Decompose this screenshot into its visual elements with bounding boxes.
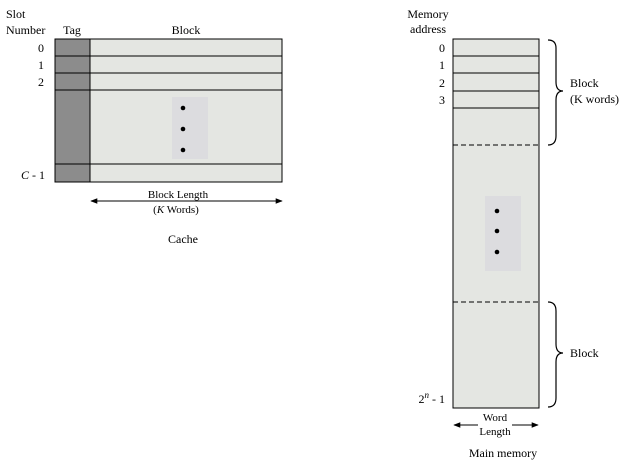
slot-number: 2 xyxy=(38,75,44,89)
block-length-rest: Words) xyxy=(164,204,199,216)
ellipsis-dot xyxy=(180,126,186,132)
ellipsis-shade xyxy=(172,97,208,159)
cache-caption: Cache xyxy=(168,232,198,246)
word-length-line2: Length xyxy=(479,426,511,438)
slot-last-var: C xyxy=(21,168,30,182)
block-header: Block xyxy=(172,23,201,37)
block-length-open: ( xyxy=(153,204,157,216)
address-last-exp: n xyxy=(425,390,430,400)
slot-header-line2: Number xyxy=(6,23,45,37)
memory-address: 2 xyxy=(439,76,445,90)
slot-number: 0 xyxy=(38,41,44,55)
ellipsis-dot xyxy=(494,208,500,214)
memory-address-last: 2n - 1 xyxy=(419,390,446,406)
memory-group: Memory address 0 1 2 3 2n - 1 Block (K w… xyxy=(407,7,619,460)
memory-address: 0 xyxy=(439,41,445,55)
block-length-var: K xyxy=(156,204,165,216)
slot-last-suffix: - 1 xyxy=(29,168,45,182)
word-length-label-bg xyxy=(478,411,512,437)
memory-caption: Main memory xyxy=(469,446,537,460)
memory-header-line2: address xyxy=(410,22,446,36)
ellipsis-dot xyxy=(494,228,500,234)
tag-header: Tag xyxy=(63,23,81,37)
block-brace-bottom xyxy=(547,301,564,408)
block-brace-top xyxy=(547,39,564,146)
memory-address: 1 xyxy=(439,58,445,72)
slot-header-line1: Slot xyxy=(6,7,26,21)
memory-header-line1: Memory xyxy=(407,7,448,21)
block-length-label-line2: (K Words) xyxy=(153,204,199,216)
address-last-base: 2 xyxy=(419,392,425,406)
cache-tag-column xyxy=(54,38,91,183)
memory-address: 3 xyxy=(439,93,445,107)
ellipsis-dot xyxy=(494,249,500,255)
block-label-top-line2: (K words) xyxy=(570,92,619,106)
ellipsis-shade xyxy=(485,196,521,271)
block-label-bottom: Block xyxy=(570,346,599,360)
cache-group: Slot Number Tag Block 0 1 2 C - 1 Block … xyxy=(6,7,283,246)
address-last-suffix: - 1 xyxy=(429,392,445,406)
block-length-label-line1: Block Length xyxy=(148,189,209,201)
ellipsis-dot xyxy=(180,105,186,111)
slot-number-last: C - 1 xyxy=(21,168,45,182)
block-label-top-line1: Block xyxy=(570,76,599,90)
ellipsis-dot xyxy=(180,147,186,153)
slot-number: 1 xyxy=(38,58,44,72)
word-length-line1: Word xyxy=(483,412,508,424)
